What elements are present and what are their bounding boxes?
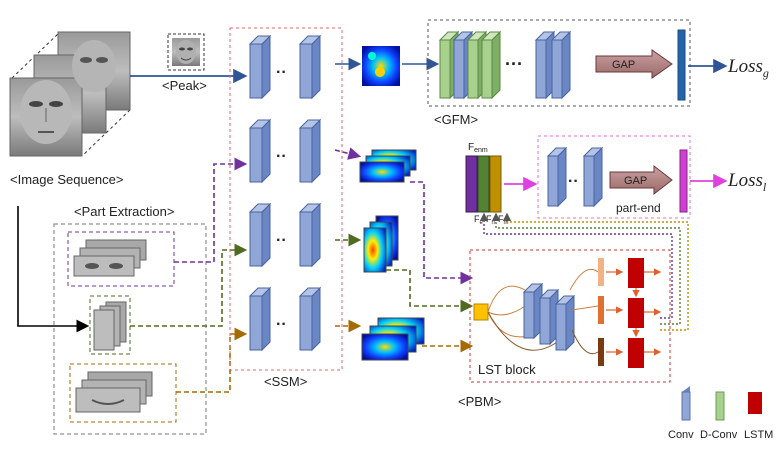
ssm-conv-a-4	[248, 286, 272, 352]
ssm-conv-b-3	[298, 202, 322, 268]
fm-label: Fm	[498, 214, 509, 226]
gate-dark	[598, 338, 604, 366]
legend-conv-label: Conv	[668, 429, 694, 441]
heatmap-eye	[359, 149, 417, 183]
image-sequence-stack: <Image Sequence>	[9, 31, 132, 187]
legend-dconv-swatch	[715, 391, 725, 421]
lstm-cell-2	[628, 298, 644, 328]
part-end-module: ·· GAP part-end	[537, 135, 691, 219]
ssm-conv-b-4	[298, 286, 322, 352]
face-icon	[20, 80, 72, 144]
ssm-ellipsis-1: ··	[276, 64, 287, 81]
loss-local: Lossl	[727, 170, 767, 194]
gap-arrow-part	[609, 164, 673, 196]
ssm-conv-a-3	[248, 202, 272, 268]
ssm-conv-b-2	[298, 118, 322, 184]
sequence-to-parts-arrow	[17, 206, 90, 333]
gfm-module: <GFM> ··· GAP	[427, 19, 691, 127]
local-feature-bar	[679, 149, 688, 213]
ssm-ellipsis-4: ··	[276, 316, 287, 333]
mouth-part-box	[69, 363, 177, 423]
lst-conv-2	[538, 288, 560, 346]
gfm-conv-2	[534, 30, 556, 100]
lst-conv-1	[522, 282, 544, 340]
ssm-conv-b-1	[298, 34, 322, 100]
gfm-dconv-3	[480, 30, 502, 100]
gfm-label: <GFM>	[434, 112, 478, 127]
legend: Conv D-Conv LSTM	[668, 386, 773, 441]
ssm-ellipsis-3: ··	[276, 232, 287, 249]
peak-label: <Peak>	[162, 78, 207, 93]
loss-global: Lossg	[727, 56, 769, 80]
ssm-conv-a-1	[248, 34, 272, 100]
global-feature-bar	[677, 29, 686, 101]
fenm-label: Fenm	[468, 142, 488, 154]
eye-part-box	[67, 231, 175, 287]
eye-part-arrow	[174, 157, 248, 263]
lst-conv-3	[554, 294, 576, 352]
gap-label-part: GAP	[624, 175, 647, 187]
image-sequence-label: <Image Sequence>	[10, 172, 123, 187]
partend-conv-2	[582, 146, 604, 208]
heatmap-mouth	[361, 317, 425, 361]
part-extraction-box: <Part Extraction>	[53, 204, 207, 435]
mouth-part-arrow	[176, 327, 248, 393]
legend-lstm-swatch	[748, 392, 762, 414]
ssm-module: <SSM> ·· ·· ·· ··	[229, 27, 343, 389]
gate-light	[598, 258, 604, 286]
peak-frame: <Peak>	[162, 33, 207, 93]
legend-dconv-label: D-Conv	[700, 429, 738, 441]
heatmap-peak	[362, 46, 400, 86]
pbm-module: <PBM> LST block	[458, 249, 671, 409]
ssm-ellipsis-2: ··	[276, 148, 287, 165]
gate-mid	[598, 296, 604, 324]
ssm-conv-a-2	[248, 118, 272, 184]
lstm-cell-3	[628, 338, 644, 368]
partend-conv-1	[546, 146, 568, 208]
ssm-label: <SSM>	[264, 374, 307, 389]
ellipsis-icon-2: ··	[568, 173, 579, 190]
part-extraction-label: <Part Extraction>	[74, 204, 174, 219]
fused-feature: Fenm Fe Fn Fm	[465, 142, 509, 226]
ellipsis-icon: ···	[505, 54, 523, 74]
gfm-conv-3	[550, 30, 572, 100]
lstm-cell-1	[628, 258, 644, 288]
fe-label: Fe	[474, 214, 484, 226]
nose-part-arrow	[130, 243, 248, 327]
gap-arrow-global	[595, 49, 673, 79]
input-node	[473, 303, 489, 321]
pbm-label: <PBM>	[458, 394, 501, 409]
part-end-label: part-end	[616, 201, 661, 215]
legend-lstm-label: LSTM	[744, 429, 773, 441]
legend-conv-swatch	[681, 391, 691, 421]
lst-block-label: LST block	[478, 362, 536, 377]
fn-label: Fn	[486, 214, 495, 226]
heatmap-nose	[363, 215, 399, 273]
gap-label-global: GAP	[612, 59, 635, 71]
